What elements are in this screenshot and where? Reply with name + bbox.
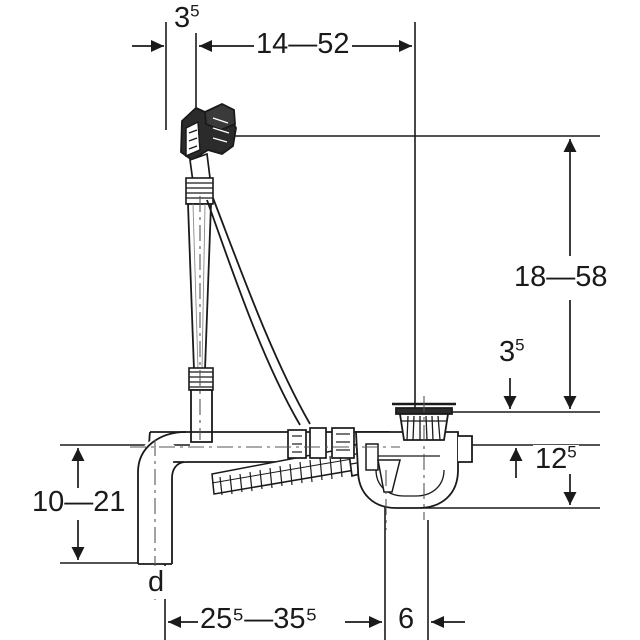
product-geometry-layer xyxy=(130,102,473,600)
bowden-cable xyxy=(206,197,311,426)
dim-right-main-label: 18—58 xyxy=(512,261,610,293)
dim-top-left-label: 35 xyxy=(172,1,202,34)
trap-outlet-stub xyxy=(458,435,473,463)
overflow-pipe-lower xyxy=(190,389,213,443)
dim-top-main-label: 14—52 xyxy=(254,28,352,60)
top-witness-lines xyxy=(165,22,416,452)
pipe-diameter-label: d xyxy=(146,566,167,599)
outlet-elbow-pipe xyxy=(137,431,187,565)
dim-right-lower-label: 125 xyxy=(533,442,579,475)
union-connectors xyxy=(287,427,355,459)
dim-left-main-label: 10—21 xyxy=(30,486,128,518)
dim-bottom-right-label: 6 xyxy=(396,603,417,635)
centre-lines xyxy=(130,196,425,600)
trap-siphon-body xyxy=(355,431,459,509)
dim-right-small-label: 35 xyxy=(497,335,527,368)
dim-bottom-main-label: 25⁵—35⁵ xyxy=(198,603,320,635)
lower-knurled-collar xyxy=(188,367,214,391)
overflow-control-head xyxy=(180,102,237,162)
